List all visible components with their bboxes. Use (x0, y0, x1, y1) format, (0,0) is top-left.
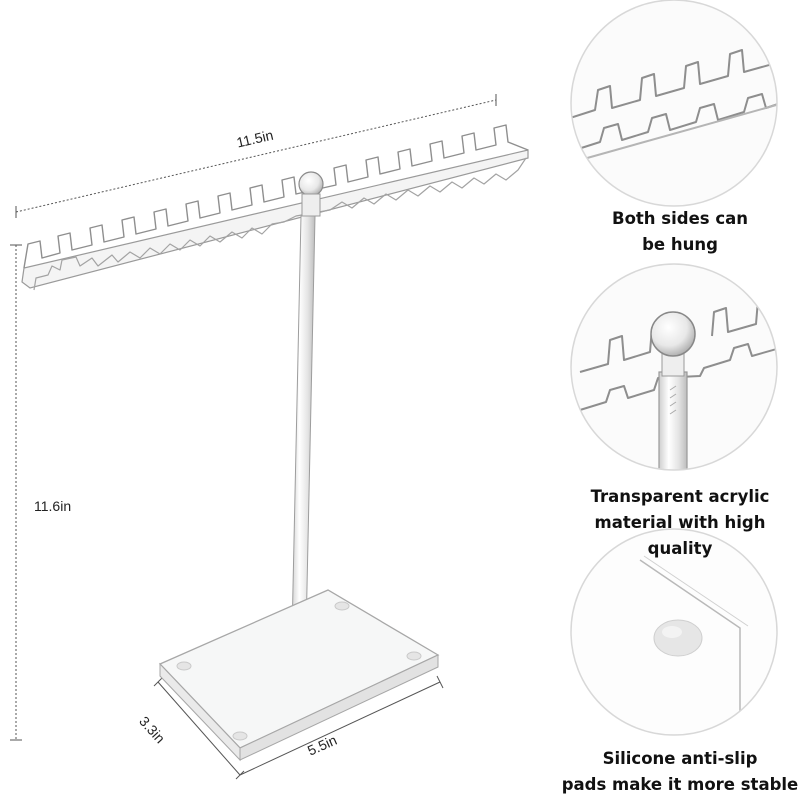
feature-caption-line: Silicone anti-slip (602, 749, 758, 768)
feature-caption-acrylic: Transparent acrylic material with high q… (560, 484, 800, 562)
stand-base (158, 589, 440, 762)
base-width-dimension-line (239, 675, 444, 776)
feature-caption-silicone: Silicone anti-slip pads make it more sta… (560, 746, 800, 798)
hook-bar (21, 124, 529, 291)
feature-caption-line: Both sides can (612, 209, 748, 228)
width-dimension-line (15, 94, 497, 218)
both-sides-hooks-detail-icon (570, 0, 778, 207)
feature-caption-line: material with high quality (594, 513, 766, 558)
height-label: 11.6in (34, 498, 72, 514)
feature-caption-line: Transparent acrylic (590, 487, 770, 506)
ball-top (298, 171, 324, 217)
silicone-pad-detail-icon (570, 528, 778, 736)
feature-caption-both-sides: Both sides can be hung (560, 206, 800, 258)
feature-caption-line: be hung (642, 235, 718, 254)
acrylic-ball-top-detail-icon (570, 263, 778, 471)
feature-caption-line: pads make it more stable (561, 775, 799, 794)
height-dimension-line (10, 244, 22, 741)
